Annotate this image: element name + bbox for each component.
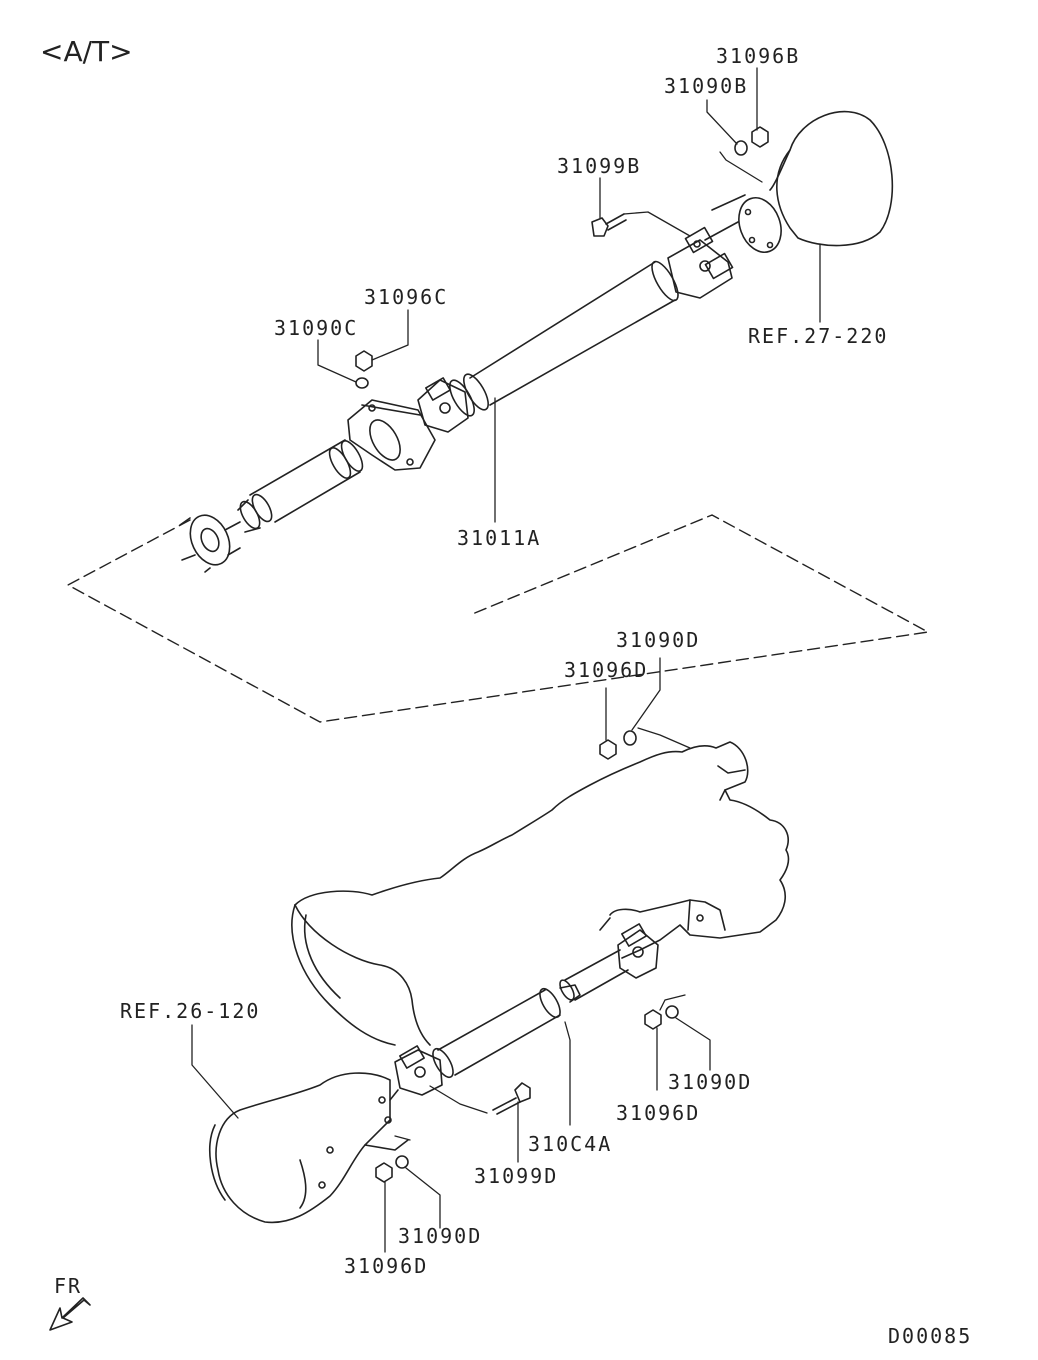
lower-bolt-31099D [492,1082,531,1115]
label-31064A: 310C4A [528,1132,613,1156]
label-ref-26-120: REF.26-120 [120,999,261,1023]
front-direction-arrow [49,1297,91,1331]
label-31090D-right: 31090D [668,1070,753,1094]
label-ref-27-220: REF.27-220 [748,324,889,348]
lower-propeller-shaft [432,949,629,1079]
upper-nut-31096C [355,350,373,372]
lower-leader-lines [191,657,711,1253]
label-31090C: 31090C [274,316,359,340]
lower-washer-31090D-right [665,1005,679,1019]
variant-header: <A/T> [40,35,133,68]
lower-front-u-joint [617,923,659,979]
center-u-joint [417,377,469,433]
direction-label: FR [54,1274,83,1298]
label-31096D-bottom: 31096D [344,1254,429,1278]
upper-propeller-shaft [449,260,679,417]
upper-front-tube [237,439,364,533]
upper-rear-flange [179,514,241,573]
lower-rear-u-joint [389,1045,443,1101]
label-31099D: 31099D [474,1164,559,1188]
lower-nut-31096D-bottom [375,1162,393,1183]
upper-leader-lines [317,67,821,523]
diagram-code: D00085 [888,1324,973,1348]
lower-nut-31096D-top [599,739,617,760]
label-31096B: 31096B [716,44,801,68]
label-31096D-top: 31096D [564,658,649,682]
lower-washer-31090D-bottom [395,1155,409,1169]
extension-housing [209,1072,409,1224]
label-31090B: 31090B [664,74,749,98]
label-31090D-top: 31090D [616,628,701,652]
transfer-case-outline [704,110,894,253]
upper-bolt-31099B [591,213,627,237]
dashed-boundary [67,514,929,723]
lower-nut-31096D-right [644,1009,662,1030]
upper-front-u-joint [667,226,734,299]
center-bearing-bracket [347,399,436,471]
transmission-outline [291,741,790,1046]
label-31011A: 31011A [457,526,542,550]
upper-nut-31096B [751,126,769,148]
label-31096D-right: 31096D [616,1101,701,1125]
upper-washer-31090C [355,377,369,389]
label-31099B: 31099B [557,154,642,178]
label-31096C: 31096C [364,285,449,309]
upper-washer-31090B [734,140,748,156]
lower-washer-31090D-top [623,730,637,746]
label-31090D-bottom: 31090D [398,1224,483,1248]
